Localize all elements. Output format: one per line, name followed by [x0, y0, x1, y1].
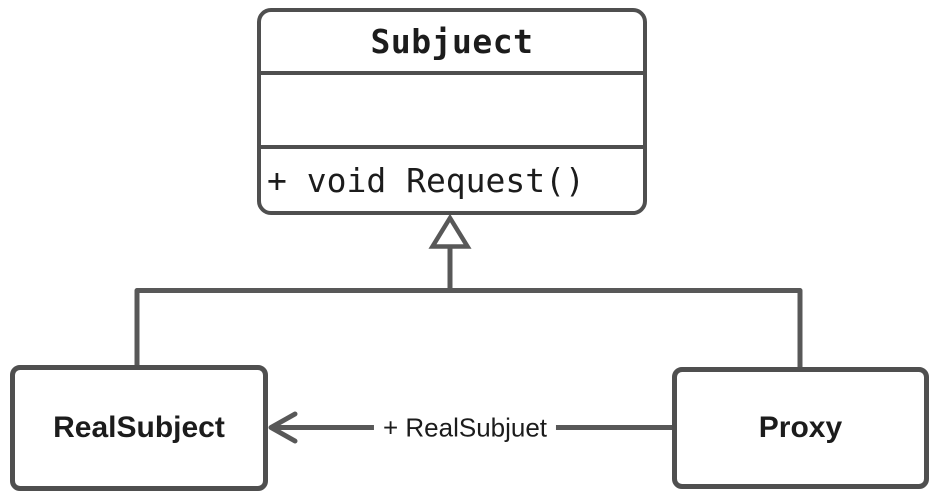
class-methods-subject: + void Request() [261, 145, 643, 211]
class-box-realsubject: RealSubject [10, 365, 268, 491]
class-attributes-subject [261, 71, 643, 145]
class-title-proxy: Proxy [758, 411, 843, 444]
class-box-subject: Subjuect + void Request() [257, 8, 647, 215]
inheritance-triangle-icon [428, 213, 472, 249]
class-title-realsubject: RealSubject [53, 411, 225, 444]
association-arrowhead-icon [268, 411, 298, 444]
inheritance-connector-line [134, 288, 803, 368]
class-box-proxy: Proxy [672, 367, 929, 489]
method-request: + void Request() [267, 160, 585, 200]
class-title-subject: Subjuect [370, 22, 534, 61]
association-label: + RealSubjuet [373, 412, 557, 444]
